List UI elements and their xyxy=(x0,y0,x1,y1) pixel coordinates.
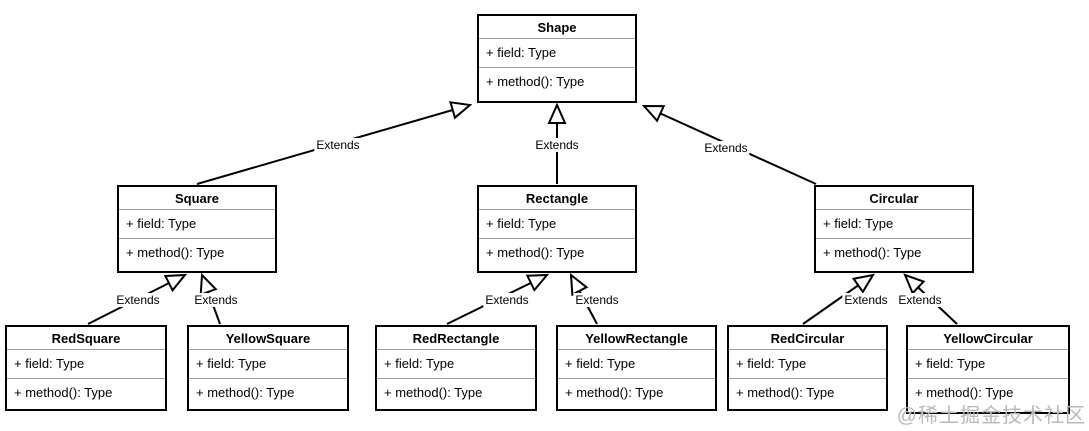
class-method: + method(): Type xyxy=(479,238,635,271)
edge-label-extends: Extends xyxy=(533,138,581,152)
class-method: + method(): Type xyxy=(908,378,1068,412)
class-title: Rectangle xyxy=(525,190,589,206)
class-title: Shape xyxy=(537,19,577,35)
edge-label-extends: Extends xyxy=(573,293,621,307)
class-method: + method(): Type xyxy=(189,378,347,409)
inheritance-arrow-redcircular-circular xyxy=(802,273,876,325)
class-box-yellowrectangle: YellowRectangle + field: Type + method()… xyxy=(556,325,717,411)
class-field: + field: Type xyxy=(908,349,1068,378)
class-title: RedCircular xyxy=(770,330,845,346)
class-title: YellowCircular xyxy=(943,330,1033,346)
class-method: + method(): Type xyxy=(377,378,535,409)
class-box-redsquare: RedSquare + field: Type + method(): Type xyxy=(5,325,167,411)
class-box-yellowcircular: YellowCircular + field: Type + method():… xyxy=(906,325,1070,414)
class-box-yellowsquare: YellowSquare + field: Type + method(): T… xyxy=(187,325,349,411)
class-field: + field: Type xyxy=(479,209,635,238)
class-method: + method(): Type xyxy=(119,238,275,271)
class-method: + method(): Type xyxy=(729,378,886,409)
class-box-rectangle: Rectangle + field: Type + method(): Type xyxy=(477,185,637,273)
class-method: + method(): Type xyxy=(816,238,972,271)
edge-label-extends: Extends xyxy=(192,293,240,307)
class-field: + field: Type xyxy=(377,349,535,378)
watermark: @稀土掘金技术社区 xyxy=(896,405,1086,427)
edge-label-extends: Extends xyxy=(896,293,944,307)
class-method: + method(): Type xyxy=(479,67,635,101)
edge-label-extends: Extends xyxy=(483,293,531,307)
class-method: + method(): Type xyxy=(7,378,165,409)
class-field: + field: Type xyxy=(119,209,275,238)
class-box-circular: Circular + field: Type + method(): Type xyxy=(814,185,974,273)
edge-label-extends: Extends xyxy=(114,293,162,307)
class-box-shape: Shape + field: Type + method(): Type xyxy=(477,14,637,103)
class-field: + field: Type xyxy=(7,349,165,378)
class-method: + method(): Type xyxy=(558,378,715,409)
class-title: Square xyxy=(174,190,220,206)
class-title: YellowSquare xyxy=(225,330,311,346)
class-box-square: Square + field: Type + method(): Type xyxy=(117,185,277,273)
class-title: Circular xyxy=(869,190,919,206)
class-field: + field: Type xyxy=(729,349,886,378)
class-field: + field: Type xyxy=(816,209,972,238)
class-box-redrectangle: RedRectangle + field: Type + method(): T… xyxy=(375,325,537,411)
edge-label-extends: Extends xyxy=(314,138,362,152)
class-title: YellowRectangle xyxy=(585,330,688,346)
class-field: + field: Type xyxy=(479,38,635,67)
class-box-redcircular: RedCircular + field: Type + method(): Ty… xyxy=(727,325,888,411)
class-field: + field: Type xyxy=(558,349,715,378)
class-title: RedSquare xyxy=(51,330,121,346)
edge-label-extends: Extends xyxy=(842,293,890,307)
class-field: + field: Type xyxy=(189,349,347,378)
class-title: RedRectangle xyxy=(412,330,500,346)
edge-label-extends: Extends xyxy=(702,141,750,155)
